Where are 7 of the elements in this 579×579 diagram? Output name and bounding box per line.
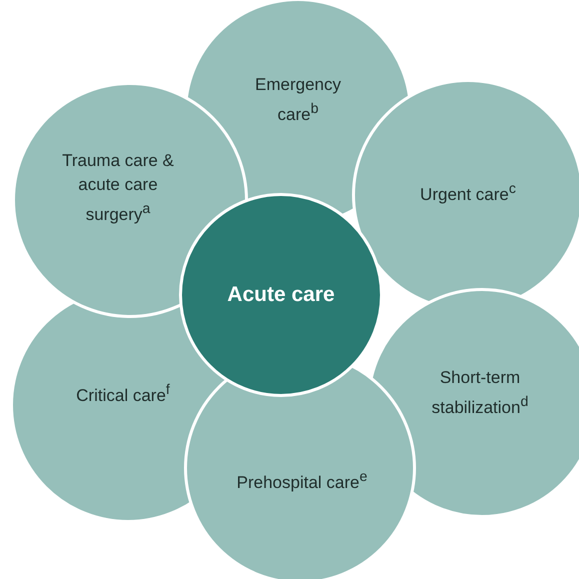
petal-label: Prehospital care$^{e}$	[236, 468, 368, 494]
petal-label: Short-term stabilization$^{d}$	[430, 367, 530, 419]
petal-label: Critical care$^{f}$	[75, 381, 171, 407]
petal-label: Trauma care & acute care surgery$^{a}$	[61, 150, 175, 226]
petal-label: Urgent care$^{c}$	[419, 180, 517, 206]
petal-label: Emergency care$^{b}$	[254, 74, 342, 126]
center-label: Acute care	[226, 283, 336, 307]
